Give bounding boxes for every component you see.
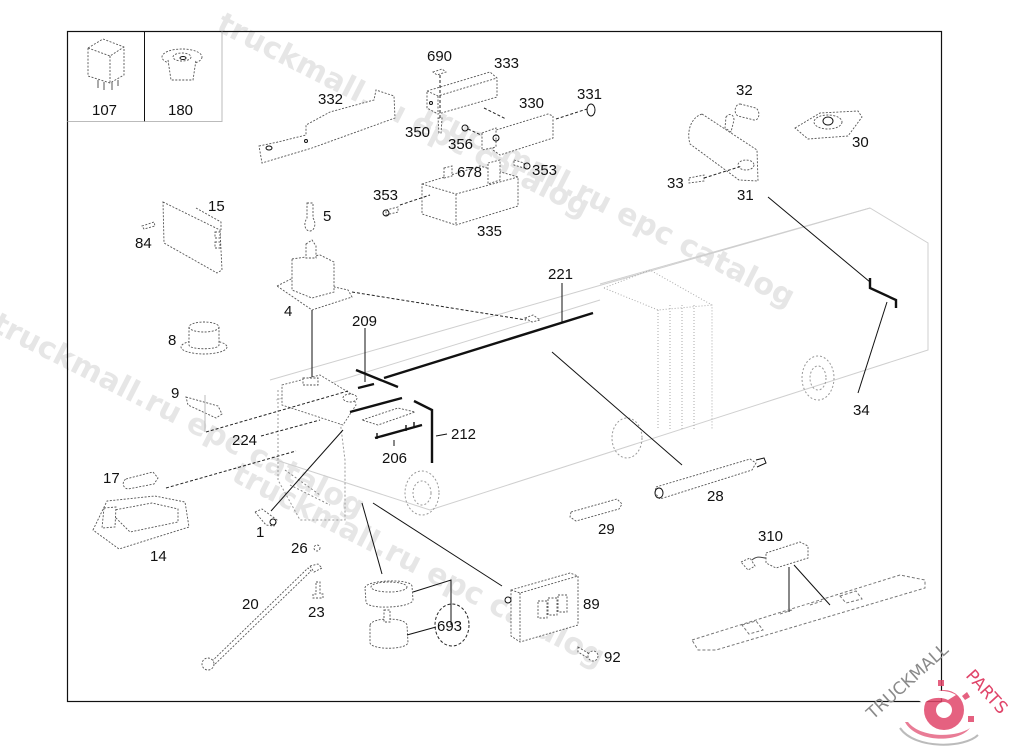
part-221-harness-icon[interactable] — [383, 283, 594, 380]
inset-box: 107 180 — [67, 31, 223, 122]
part-180-bush-icon[interactable] — [161, 48, 203, 81]
part-label-356[interactable]: 356 — [448, 136, 473, 153]
part-26-nut-icon[interactable] — [313, 544, 321, 552]
part-label-206[interactable]: 206 — [382, 450, 407, 467]
part-32-bulb-icon[interactable] — [734, 103, 760, 121]
part-84-screw-icon[interactable] — [141, 221, 156, 230]
part-29-tube-icon[interactable] — [569, 498, 623, 522]
truckmall-parts-logo: TRUCKMALL PARTS — [862, 640, 1011, 746]
part-label-9[interactable]: 9 — [171, 385, 179, 402]
cab-roof-console — [281, 374, 358, 426]
part-label-89[interactable]: 89 — [583, 596, 600, 613]
part-206-harness-icon[interactable] — [349, 396, 423, 446]
bus-body-outline — [269, 207, 929, 521]
mounting-rail — [691, 574, 926, 651]
leader-line — [165, 450, 297, 489]
part-693-kit-icon[interactable] — [361, 502, 470, 649]
part-label-331[interactable]: 331 — [577, 86, 602, 103]
part-20-linkage-rod-icon[interactable] — [201, 563, 323, 671]
part-label-333[interactable]: 333 — [494, 55, 519, 72]
part-label-693[interactable]: 693 — [437, 618, 462, 635]
part-331-washer-icon[interactable] — [586, 103, 596, 117]
part-1-fastener-icon[interactable] — [254, 429, 344, 527]
part-356-nut-icon[interactable] — [461, 124, 482, 136]
part-label-690[interactable]: 690 — [427, 48, 452, 65]
part-332-bracket-icon[interactable] — [258, 89, 396, 164]
part-31-lamp-housing-icon[interactable] — [688, 113, 759, 182]
part-label-5[interactable]: 5 — [323, 208, 331, 225]
part-15-module-icon[interactable] — [162, 201, 223, 274]
part-label-20[interactable]: 20 — [242, 596, 259, 613]
part-310-sensor-module-icon[interactable] — [740, 541, 831, 612]
part-333-bracket-icon[interactable] — [426, 71, 498, 115]
part-label-28[interactable]: 28 — [707, 488, 724, 505]
watermark-text: truckmall.ru epc catalog — [226, 456, 610, 675]
part-209-harness-icon[interactable] — [355, 328, 399, 390]
part-33-screw-icon[interactable] — [688, 165, 743, 184]
part-label-34[interactable]: 34 — [853, 402, 870, 419]
part-label-31[interactable]: 31 — [737, 187, 754, 204]
part-label-310[interactable]: 310 — [758, 528, 783, 545]
part-label-17[interactable]: 17 — [103, 470, 120, 487]
gear-logo-icon — [899, 680, 979, 746]
part-89-switch-panel-icon[interactable] — [372, 502, 579, 643]
logo-brand-right: PARTS — [961, 666, 1011, 718]
watermark-layer: truckmall.ru epc catalog truckmall.ru ep… — [0, 6, 801, 675]
part-353-bolt-icon[interactable] — [513, 159, 531, 170]
part-353-bolt-icon[interactable] — [382, 206, 399, 217]
part-label-224[interactable]: 224 — [232, 432, 257, 449]
part-28-tube-icon[interactable] — [551, 351, 767, 500]
part-350-screw-icon[interactable] — [437, 117, 443, 134]
part-label-1[interactable]: 1 — [256, 524, 264, 541]
part-label-23[interactable]: 23 — [308, 604, 325, 621]
part-label-221[interactable]: 221 — [548, 266, 573, 283]
part-678-clip-icon[interactable] — [443, 165, 453, 179]
part-label-180[interactable]: 180 — [168, 102, 193, 119]
part-label-33[interactable]: 33 — [667, 175, 684, 192]
part-8-cap-icon[interactable] — [180, 321, 228, 355]
part-label-8[interactable]: 8 — [168, 332, 176, 349]
part-label-92[interactable]: 92 — [604, 649, 621, 666]
part-label-26[interactable]: 26 — [291, 540, 308, 557]
part-label-84[interactable]: 84 — [135, 235, 152, 252]
watermark-text: truckmall.ru epc catalog — [211, 6, 595, 225]
leader-line — [260, 419, 321, 437]
part-9-sensor-icon[interactable] — [185, 396, 223, 419]
part-14-lamp-housing-icon[interactable] — [92, 495, 190, 550]
part-label-15[interactable]: 15 — [208, 198, 225, 215]
part-label-335[interactable]: 335 — [477, 223, 502, 240]
part-label-353[interactable]: 353 — [373, 187, 398, 204]
part-17-bulb-icon[interactable] — [122, 471, 159, 490]
part-label-107[interactable]: 107 — [92, 102, 117, 119]
part-label-29[interactable]: 29 — [598, 521, 615, 538]
part-label-353[interactable]: 353 — [532, 162, 557, 179]
part-330-bracket-icon[interactable] — [481, 107, 588, 156]
part-label-332[interactable]: 332 — [318, 91, 343, 108]
part-label-350[interactable]: 350 — [405, 124, 430, 141]
part-212-harness-icon[interactable] — [413, 399, 448, 463]
part-92-screw-icon[interactable] — [577, 646, 599, 662]
part-label-32[interactable]: 32 — [736, 82, 753, 99]
part-label-212[interactable]: 212 — [451, 426, 476, 443]
part-4-lampholder-icon[interactable] — [276, 239, 542, 323]
part-5-bulb-icon[interactable] — [304, 202, 316, 232]
part-30-gasket-icon[interactable] — [794, 110, 863, 140]
part-label-4[interactable]: 4 — [284, 303, 292, 320]
part-34-harness-icon[interactable] — [767, 196, 898, 394]
part-107-relay-icon[interactable] — [87, 38, 125, 90]
part-label-209[interactable]: 209 — [352, 313, 377, 330]
part-label-14[interactable]: 14 — [150, 548, 167, 565]
part-label-678[interactable]: 678 — [457, 164, 482, 181]
part-label-30[interactable]: 30 — [852, 134, 869, 151]
part-23-screw-icon[interactable] — [312, 581, 324, 599]
diagram-frame — [66, 30, 943, 703]
part-label-330[interactable]: 330 — [519, 95, 544, 112]
part-690-plate-icon[interactable] — [432, 68, 447, 118]
part-335-housing-icon[interactable] — [399, 159, 519, 226]
